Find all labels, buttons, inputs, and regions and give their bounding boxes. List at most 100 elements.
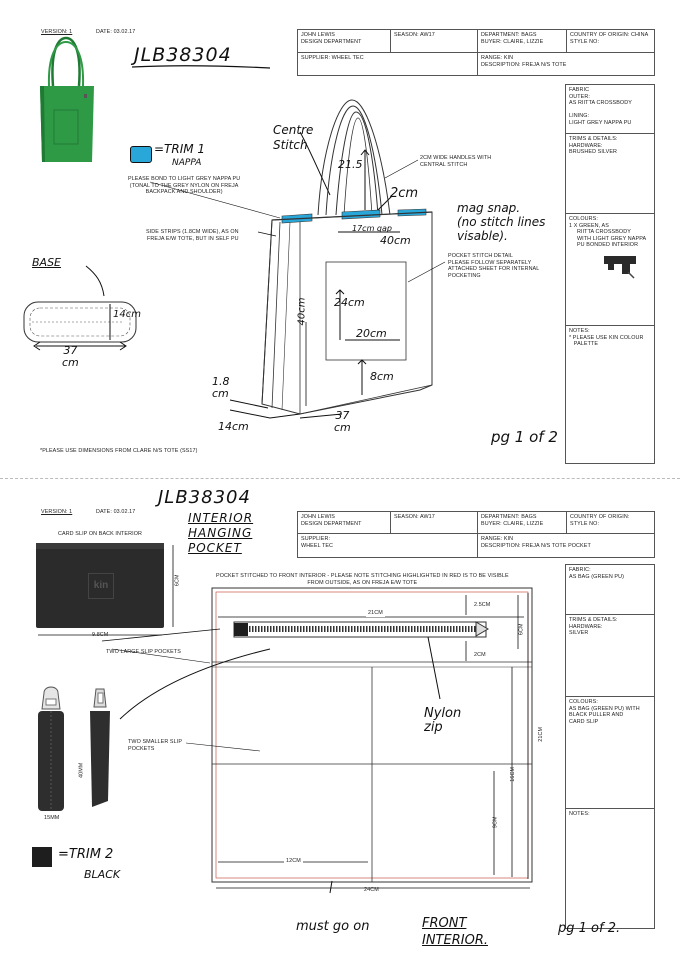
dim-6cm: 6cm [518, 623, 525, 636]
header-divider [297, 52, 655, 53]
side-panel [565, 564, 655, 929]
side-colours: COLOURS: 1 X GREEN, AS RIITTA CROSSBODY … [569, 216, 647, 249]
header-season: SEASON: AW17 [394, 32, 435, 38]
magnet-snap-swatch [604, 256, 636, 279]
header-season: SEASON: AW17 [394, 514, 435, 520]
dim-24cm: 24cm [364, 887, 379, 893]
trim-1-sub: NAPPA [172, 158, 202, 168]
dim-21cm-width: 21cm [366, 610, 385, 617]
hand-nylon-zip: Nylon zip [424, 706, 462, 735]
date-label: DATE: 03.02.17 [96, 509, 136, 515]
hand-40cm-width: 40cm [380, 234, 411, 247]
dim-2-5cm: 2.5cm [474, 602, 491, 608]
note-pocket: POCKET STITCH DETAIL PLEASE FOLLOW SEPAR… [448, 253, 540, 279]
dim-2cm: 2cm [474, 652, 486, 658]
card-slip-top-edge [36, 543, 164, 549]
dim-9cm: 9cm [492, 816, 499, 829]
card-width-dim [38, 634, 162, 636]
header-department: DEPARTMENT: BAGS BUYER: CLAIRE, LIZZIE [481, 32, 544, 45]
hand-height-40cm: 40cm [296, 297, 308, 326]
footer-note: *PLEASE USE DIMENSIONS FROM CLARE N/S TO… [40, 448, 198, 454]
header-department: DEPARTMENT: BAGS BUYER: CLAIRE, LIZZIE [481, 514, 544, 527]
version-label: VERSION: 1 [41, 509, 73, 515]
hand-handle-drop: 21.5 [338, 158, 363, 171]
side-trims: TRIMS & DETAILS: HARDWARE: SILVER [569, 617, 618, 637]
dim-12cm: 12cm [284, 858, 303, 865]
side-divider [565, 696, 655, 697]
style-code-underline [131, 65, 271, 69]
header-divider [477, 29, 478, 76]
header-supplier: SUPPLIER: WHEEL TEC [301, 55, 364, 61]
header-divider [390, 511, 391, 533]
hand-base-label: BASE [32, 256, 62, 269]
header-dept: JOHN LEWIS DESIGN DEPARTMENT [301, 32, 362, 45]
hand-pocket-24cm: 24cm [334, 296, 365, 309]
hand-pocket-20cm: 20cm [356, 327, 387, 340]
header-divider [297, 533, 655, 534]
card-height-dim [172, 545, 174, 627]
card-slip-logo: kin [88, 573, 114, 599]
bag-thumbnail [40, 36, 94, 162]
style-code: JLB38304 [134, 44, 232, 66]
side-colours: COLOURS: AS BAG (GREEN PU) WITH BLACK PU… [569, 699, 640, 725]
tote-drawing [23, 99, 446, 419]
card-width: 9.8cm [92, 632, 109, 638]
side-divider [565, 614, 655, 615]
header-divider [477, 511, 478, 558]
side-trims: TRIMS & DETAILS: HARDWARE: BRUSHED SILVE… [569, 136, 618, 156]
hand-strip-1-8cm: 1.8 cm [212, 375, 230, 400]
page-separator [0, 478, 680, 479]
side-divider [565, 325, 655, 326]
pocket-drawing [101, 587, 533, 894]
header-country: COUNTRY OF ORIGIN: STYLE NO: [570, 514, 630, 527]
header-divider [566, 511, 567, 533]
note-handles: 2CM WIDE HANDLES WITH CENTRAL STITCH [420, 155, 492, 168]
puller-width: 15mm [44, 815, 60, 821]
header-dept: JOHN LEWIS DESIGN DEPARTMENT [301, 514, 362, 527]
header-divider [566, 29, 567, 52]
card-slip: kin [36, 543, 164, 628]
hand-17cm: 17cm gap [352, 224, 392, 233]
trim-1-swatch [130, 146, 152, 163]
hand-centre-stitch: Centre Stitch [273, 123, 314, 152]
trim-2-sub: BLACK [84, 868, 121, 881]
hand-title: INTERIOR HANGING POCKET [188, 511, 254, 555]
note-side-strips: SIDE STRIPS (1.8CM WIDE), AS ON FREJA E/… [146, 229, 239, 242]
dim-16cm: 16cm [510, 766, 517, 782]
label-large-slip: TWO LARGE SLIP POCKETS [106, 649, 181, 655]
hand-must-go-on: must go on [296, 919, 370, 934]
side-panel [565, 84, 655, 464]
hand-front-interior: FRONT INTERIOR. [422, 916, 488, 948]
header-table [297, 511, 655, 558]
hand-mag-snap: mag snap. (no stitch lines visable). [457, 201, 546, 243]
header-range: RANGE: KIN DESCRIPTION: FREJA N/S TOTE P… [481, 536, 591, 549]
note-bond: PLEASE BOND TO LIGHT GREY NAPPA PU (TONA… [128, 176, 241, 196]
dim-21cm-height: 21cm [538, 726, 545, 742]
header-country: COUNTRY OF ORIGIN: CHINA STYLE NO: [570, 32, 649, 45]
header-supplier: SUPPLIER: WHEEL TEC [301, 536, 334, 549]
side-notes: NOTES: * PLEASE USE KIN COLOUR PALETTE [569, 328, 644, 348]
trim-1-label: =TRIM 1 [154, 142, 206, 156]
header-divider [390, 29, 391, 52]
side-notes: NOTES: [569, 811, 590, 817]
hand-page-number: pg 1 of 2. [558, 921, 621, 936]
trim-2-label: =TRIM 2 [58, 847, 114, 862]
hand-depth-14cm: 14cm [218, 420, 249, 433]
label-small-slip: TWO SMALLER SLIP POCKETS [128, 739, 183, 752]
side-fabric: FABRIC OUTER: AS RIITTA CROSSBODY LINING… [569, 87, 632, 126]
spec-sheet-page-2: VERSION: 1 DATE: 03.02.17 JLB38304 INTER… [0, 481, 680, 961]
hand-pocket-8cm: 8cm [370, 370, 394, 383]
hand-page-number: pg 1 of 2 [491, 428, 558, 446]
trim-2-swatch [32, 847, 52, 867]
header-range: RANGE: KIN DESCRIPTION: FREJA N/S TOTE [481, 55, 567, 68]
hand-2cm: 2cm [390, 186, 419, 201]
hand-width-37cm: 37 cm [334, 409, 351, 434]
card-slip-label: CARD SLIP ON BACK INTERIOR [58, 531, 142, 537]
style-code: JLB38304 [158, 487, 251, 508]
date-label: DATE: 03.02.17 [96, 29, 136, 35]
side-divider [565, 133, 655, 134]
spec-sheet-page-1: VERSION: 1 DATE: 03.02.17 JLB38304 JOHN … [0, 0, 680, 478]
hand-base-14cm: 14cm [113, 309, 141, 320]
hand-base-37cm: 37 cm [62, 344, 79, 369]
side-divider [565, 213, 655, 214]
